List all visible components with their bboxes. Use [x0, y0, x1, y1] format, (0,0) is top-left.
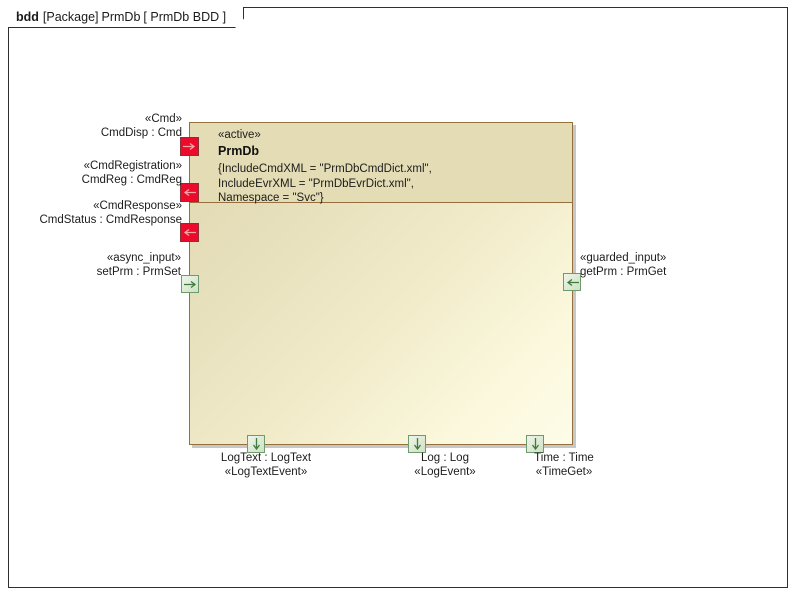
arrow-left-icon: [183, 188, 196, 197]
arrow-left-icon: [183, 228, 196, 237]
arrow-left-icon: [566, 278, 579, 287]
port-cmd-reg[interactable]: [180, 183, 199, 202]
port-stereotype-cmd-reg: «CmdRegistration»: [83, 160, 182, 172]
port-stereotype-log: «LogEvent»: [414, 466, 476, 478]
port-cmd-disp[interactable]: [180, 137, 199, 156]
port-log[interactable]: [408, 435, 426, 453]
port-label-cmd-reg: «CmdRegistration» CmdReg : CmdReg: [20, 159, 182, 187]
arrow-right-icon: [183, 280, 197, 289]
block-header-compartment: «active» PrmDb {IncludeCmdXML = "PrmDbCm…: [190, 123, 572, 206]
diagram-name-label: [ PrmDb BDD ]: [143, 10, 227, 24]
port-time[interactable]: [526, 435, 544, 453]
block-property-line-2: IncludeEvrXML = "PrmDbEvrDict.xml",: [218, 177, 414, 190]
port-name-cmd-status: CmdStatus : CmdResponse: [39, 214, 182, 226]
diagram-package-token: [Package]: [42, 10, 99, 24]
port-set-prm[interactable]: [181, 275, 199, 293]
port-label-cmd-status: «CmdResponse» CmdStatus : CmdResponse: [20, 199, 182, 227]
diagram-package-name: PrmDb: [101, 10, 141, 24]
arrow-down-icon: [413, 437, 422, 451]
port-log-text[interactable]: [247, 435, 265, 453]
diagram-header-tab: bdd [Package] PrmDb [ PrmDb BDD ]: [8, 7, 244, 28]
port-label-log: Log : Log «LogEvent»: [365, 451, 525, 479]
arrow-down-icon: [531, 437, 540, 451]
diagram-kind-label: bdd: [16, 10, 39, 24]
port-name-set-prm: setPrm : PrmSet: [96, 266, 181, 278]
arrow-down-icon: [252, 437, 261, 451]
arrow-right-icon: [183, 142, 196, 151]
port-stereotype-get-prm: «guarded_input»: [580, 252, 667, 264]
block-prmdb[interactable]: «active» PrmDb {IncludeCmdXML = "PrmDbCm…: [180, 122, 581, 453]
port-name-cmd-reg: CmdReg : CmdReg: [81, 174, 182, 186]
port-stereotype-log-text: «LogTextEvent»: [224, 466, 308, 478]
block-property-line-3: Namespace = "Svc"}: [218, 192, 324, 204]
port-name-log: Log : Log: [421, 452, 469, 464]
port-stereotype-cmd-disp: «Cmd»: [144, 113, 182, 125]
port-name-cmd-disp: CmdDisp : Cmd: [100, 127, 182, 139]
port-label-set-prm: «async_input» setPrm : PrmSet: [20, 251, 181, 279]
port-label-get-prm: «guarded_input» getPrm : PrmGet: [580, 251, 760, 279]
port-label-log-text: LogText : LogText «LogTextEvent»: [186, 451, 346, 479]
port-label-cmd-disp: «Cmd» CmdDisp : Cmd: [20, 112, 182, 140]
block-properties: {IncludeCmdXML = "PrmDbCmdDict.xml", Inc…: [218, 162, 572, 206]
block-property-line-1: {IncludeCmdXML = "PrmDbCmdDict.xml",: [218, 163, 432, 175]
block-name: PrmDb: [218, 144, 259, 158]
port-stereotype-time: «TimeGet»: [535, 466, 593, 478]
port-get-prm[interactable]: [563, 273, 581, 291]
port-label-time: Time : Time «TimeGet»: [484, 451, 644, 479]
port-name-log-text: LogText : LogText: [220, 452, 312, 464]
port-stereotype-set-prm: «async_input»: [106, 252, 181, 264]
port-name-time: Time : Time: [534, 452, 594, 464]
block-stereotype: «active»: [218, 129, 261, 141]
port-stereotype-cmd-status: «CmdResponse»: [93, 200, 182, 212]
port-name-get-prm: getPrm : PrmGet: [580, 266, 667, 278]
port-cmd-status[interactable]: [180, 223, 199, 242]
